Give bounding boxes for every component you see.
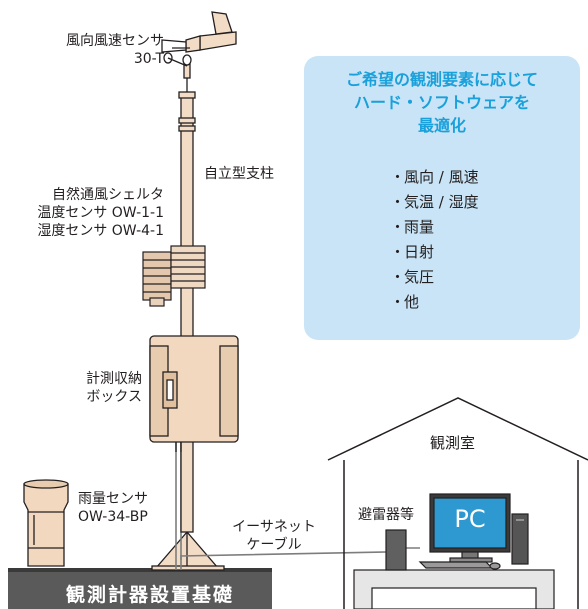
- foundation-top-edge: [8, 568, 272, 572]
- enclosure-box-icon: [149, 335, 239, 452]
- radiation-shield-icon: [142, 245, 206, 307]
- pole: [178, 91, 196, 533]
- list-item-label: 風向 / 風速: [404, 168, 479, 186]
- list-item: ・気温 / 湿度: [390, 193, 479, 211]
- list-item-label: 気圧: [404, 268, 435, 286]
- arrester-box: [385, 529, 407, 571]
- desk: [353, 569, 555, 609]
- foundation-base: [8, 571, 272, 609]
- info-heading-line: ご希望の観測要素に応じて: [345, 70, 538, 89]
- wind-vane-icon: [161, 11, 237, 92]
- house-icon: [327, 397, 588, 609]
- list-item: ・雨量: [390, 218, 435, 236]
- room-label: 観測室: [430, 434, 476, 452]
- list-item: ・気圧: [390, 268, 435, 286]
- foundation-label: 観測計器設置基礎: [65, 584, 234, 606]
- info-heading-line: 最適化: [417, 116, 466, 135]
- pole-label: 自立型支柱: [204, 166, 274, 182]
- list-item: ・日射: [390, 243, 435, 261]
- ethernet-label: イーサネット ケーブル: [232, 519, 316, 553]
- wind-sensor-label: 風向風速センサ 30-T: [66, 33, 164, 67]
- computer-icon: [418, 493, 529, 570]
- shelter-label: 自然通風シェルタ 温度センサ OW-1-1 湿度センサ OW-4-1: [37, 187, 164, 239]
- rain-gauge-label: 雨量センサ OW-34-BP: [78, 491, 148, 525]
- info-heading: ご希望の観測要素に応じて ハード・ソフトウェアを 最適化: [304, 68, 580, 137]
- list-item: ・他: [390, 293, 420, 311]
- list-item-label: 気温 / 湿度: [404, 193, 479, 211]
- list-item: ・風向 / 風速: [390, 168, 479, 186]
- pc-label: PC: [454, 505, 486, 533]
- storage-box-label: 計測収納 ボックス: [86, 371, 142, 405]
- info-box: ご希望の観測要素に応じて ハード・ソフトウェアを 最適化 ・風向 / 風速 ・気…: [304, 56, 580, 340]
- list-item-label: 雨量: [404, 218, 435, 236]
- pole-base-legs: [151, 531, 225, 571]
- list-item-label: 他: [404, 293, 420, 311]
- measurement-list: ・風向 / 風速 ・気温 / 湿度 ・雨量 ・日射 ・気圧 ・他: [390, 165, 479, 315]
- rain-gauge-icon: [23, 479, 69, 567]
- arrester-label: 避雷器等: [358, 507, 414, 523]
- list-item-label: 日射: [404, 243, 435, 261]
- info-heading-line: ハード・ソフトウェアを: [353, 93, 530, 112]
